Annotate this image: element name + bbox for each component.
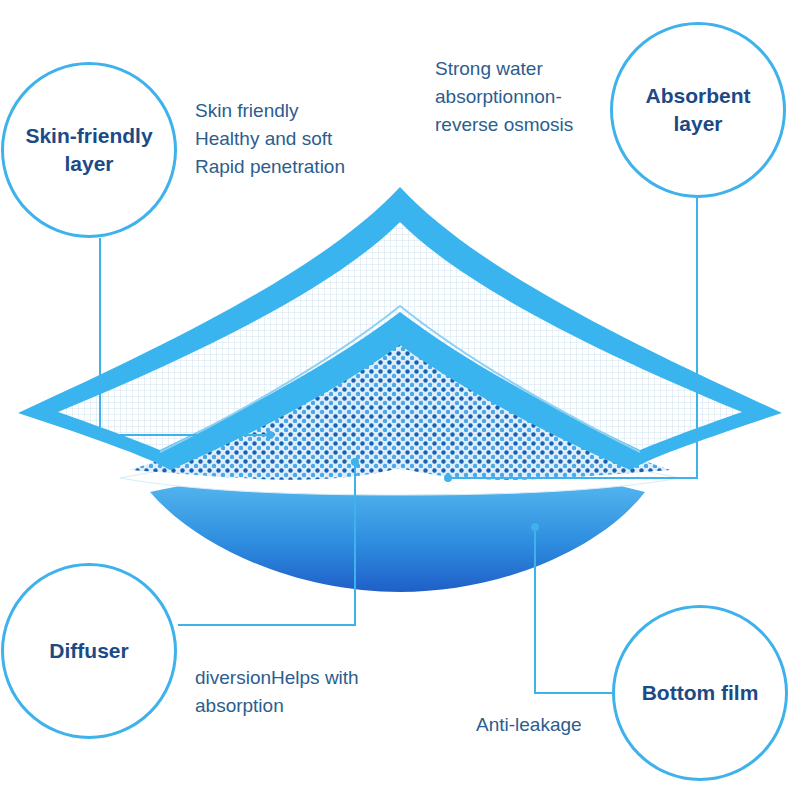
leader-dot [266, 431, 274, 439]
callout-circle: Skin-friendly layer [1, 62, 177, 238]
leader-line [452, 198, 697, 478]
description-text: Skin friendly [195, 97, 415, 125]
circle-heading: Bottom film [642, 679, 759, 707]
leader-dot [531, 523, 539, 531]
skin-layer-mesh [58, 222, 742, 450]
callout-circle: Bottom film [612, 605, 788, 781]
callout-circle: Diffuser [1, 563, 177, 739]
circle-heading: Diffuser [49, 637, 128, 665]
description-text: diversionHelps with absorption [195, 664, 375, 720]
circle-text-group: Bottom film [642, 679, 759, 707]
description-text: Strong water absorptionnon-reverse osmos… [435, 55, 613, 139]
leader-dot [444, 474, 452, 482]
leader-dot [351, 458, 359, 466]
skin-layer-border [18, 187, 782, 470]
circle-text-group: Absorbent layer [628, 82, 768, 138]
skin-layer-inner-line [160, 306, 640, 452]
circle-text-group: Skin-friendly layer [14, 122, 164, 178]
description-text: Healthy and soft [195, 125, 415, 153]
description-text: Anti-leakage [476, 711, 676, 739]
leader-line [535, 531, 612, 693]
circle-text-group: Diffuser [49, 637, 128, 665]
circle-heading: Skin-friendly layer [14, 122, 164, 178]
leader-line [178, 466, 355, 625]
description-text: Rapid penetration [195, 153, 415, 181]
leader-line [100, 238, 266, 435]
callout-circle: Absorbent layer [610, 22, 786, 198]
circle-heading: Absorbent layer [628, 82, 768, 138]
